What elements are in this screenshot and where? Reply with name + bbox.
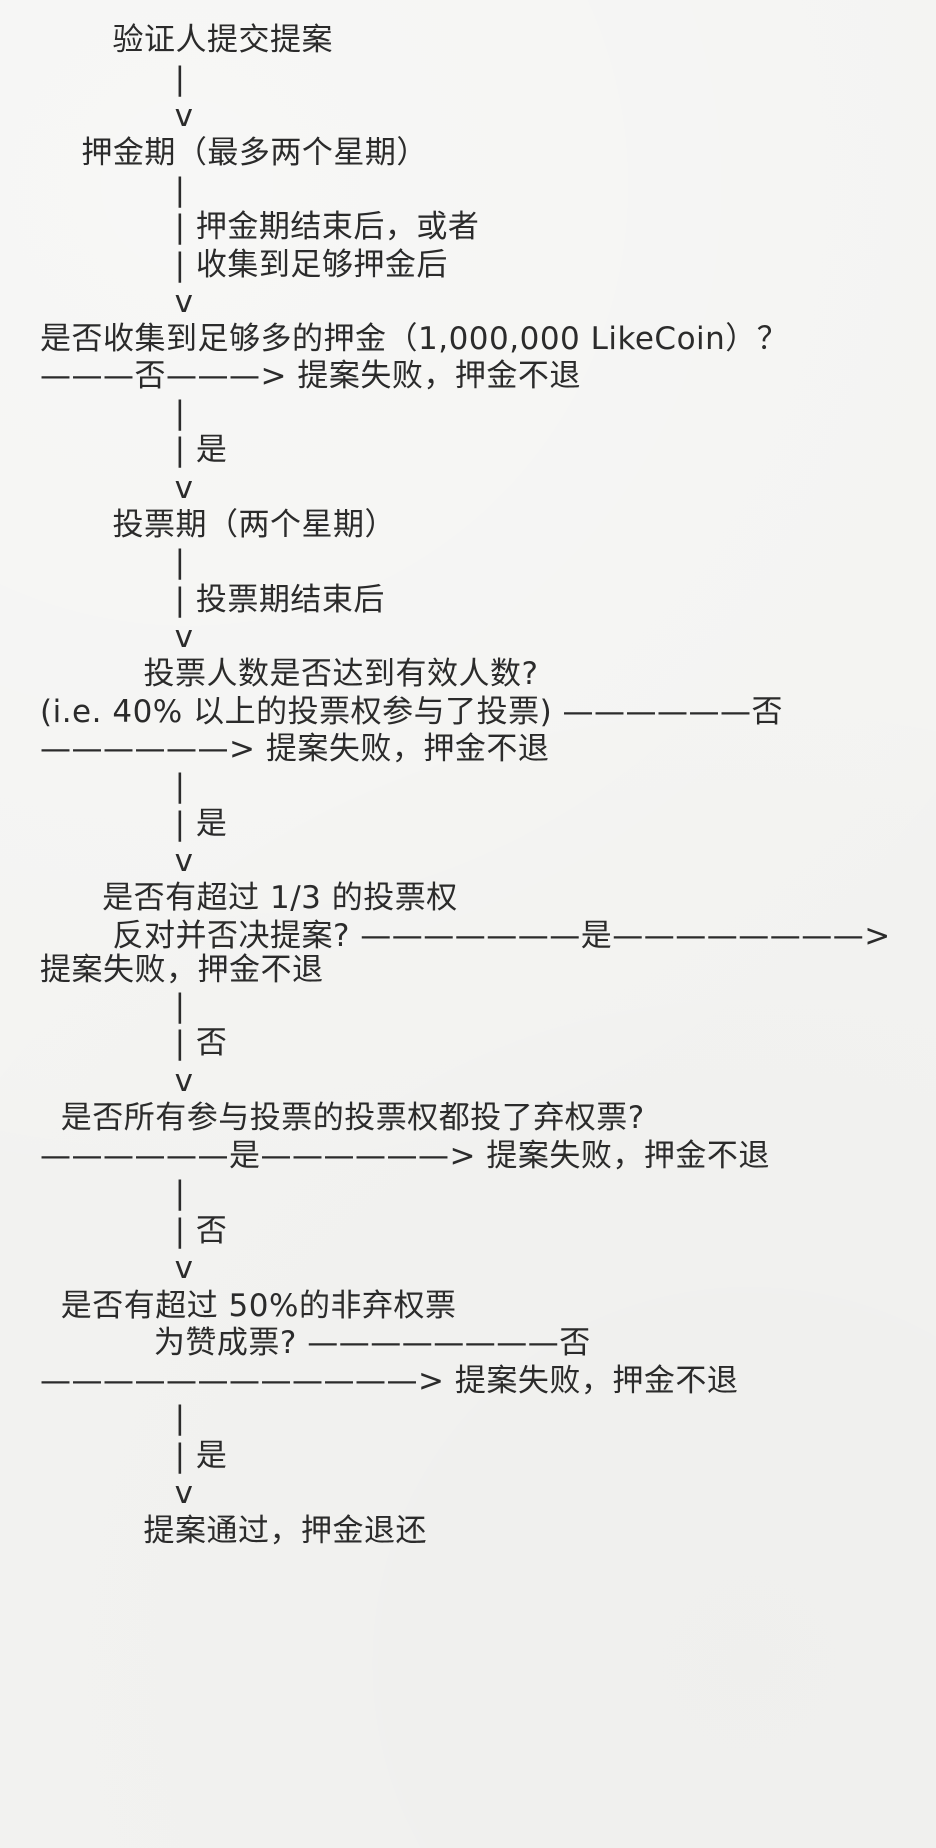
flow-line: v	[40, 284, 194, 320]
flow-line: | 否	[40, 1213, 228, 1249]
flow-line: v	[40, 1475, 194, 1511]
flow-line: ——————是——————> 提案失败，押金不退	[40, 1138, 770, 1174]
flow-line: |	[40, 768, 186, 804]
flow-line: |	[40, 172, 186, 208]
flow-line: 提案通过，押金退还	[40, 1513, 428, 1549]
flow-line: |	[40, 395, 186, 431]
flow-line: ————————————> 提案失败，押金不退	[40, 1363, 739, 1399]
flow-line: v	[40, 1250, 194, 1286]
flow-line: v	[40, 470, 194, 506]
flow-line: ———否———> 提案失败，押金不退	[40, 358, 581, 394]
flow-line: |	[40, 988, 186, 1024]
flow-line: (i.e. 40% 以上的投票权参与了投票) ——————否	[40, 694, 784, 730]
flow-line: 投票人数是否达到有效人数?	[40, 656, 539, 692]
flow-line: 验证人提交提案	[40, 22, 333, 58]
flow-line: |	[40, 544, 186, 580]
flow-line: v	[40, 619, 194, 655]
flow-line: 为赞成票? ————————否	[40, 1325, 591, 1361]
flow-line: |	[40, 1175, 186, 1211]
flow-line: | 押金期结束后，或者	[40, 209, 480, 245]
flow-line: 押金期（最多两个星期）	[40, 135, 428, 171]
flow-line: 是否所有参与投票的投票权都投了弃权票?	[40, 1100, 645, 1136]
flow-line: |	[40, 1400, 186, 1436]
flow-line: | 是	[40, 806, 228, 842]
flow-line: v	[40, 98, 194, 134]
flow-line: 是否有超过 1/3 的投票权	[40, 880, 458, 916]
flow-line: | 投票期结束后	[40, 582, 385, 618]
flow-line: v	[40, 843, 194, 879]
flow-line: 是否有超过 50%的非弃权票	[40, 1288, 457, 1324]
flow-line: | 是	[40, 1438, 228, 1474]
flow-line: 是否收集到足够多的押金（1,000,000 LikeCoin）？	[40, 321, 789, 357]
flow-line: 投票期（两个星期）	[40, 507, 396, 543]
flow-line: 反对并否决提案? ———————是————————>	[40, 918, 891, 954]
flow-line: | 否	[40, 1025, 228, 1061]
flow-line: | 收集到足够押金后	[40, 247, 448, 283]
flow-line: 提案失败，押金不退	[40, 952, 324, 988]
flow-line: |	[40, 61, 186, 97]
flow-line: | 是	[40, 432, 228, 468]
flow-line: ——————> 提案失败，押金不退	[40, 731, 550, 767]
flow-line: v	[40, 1063, 194, 1099]
